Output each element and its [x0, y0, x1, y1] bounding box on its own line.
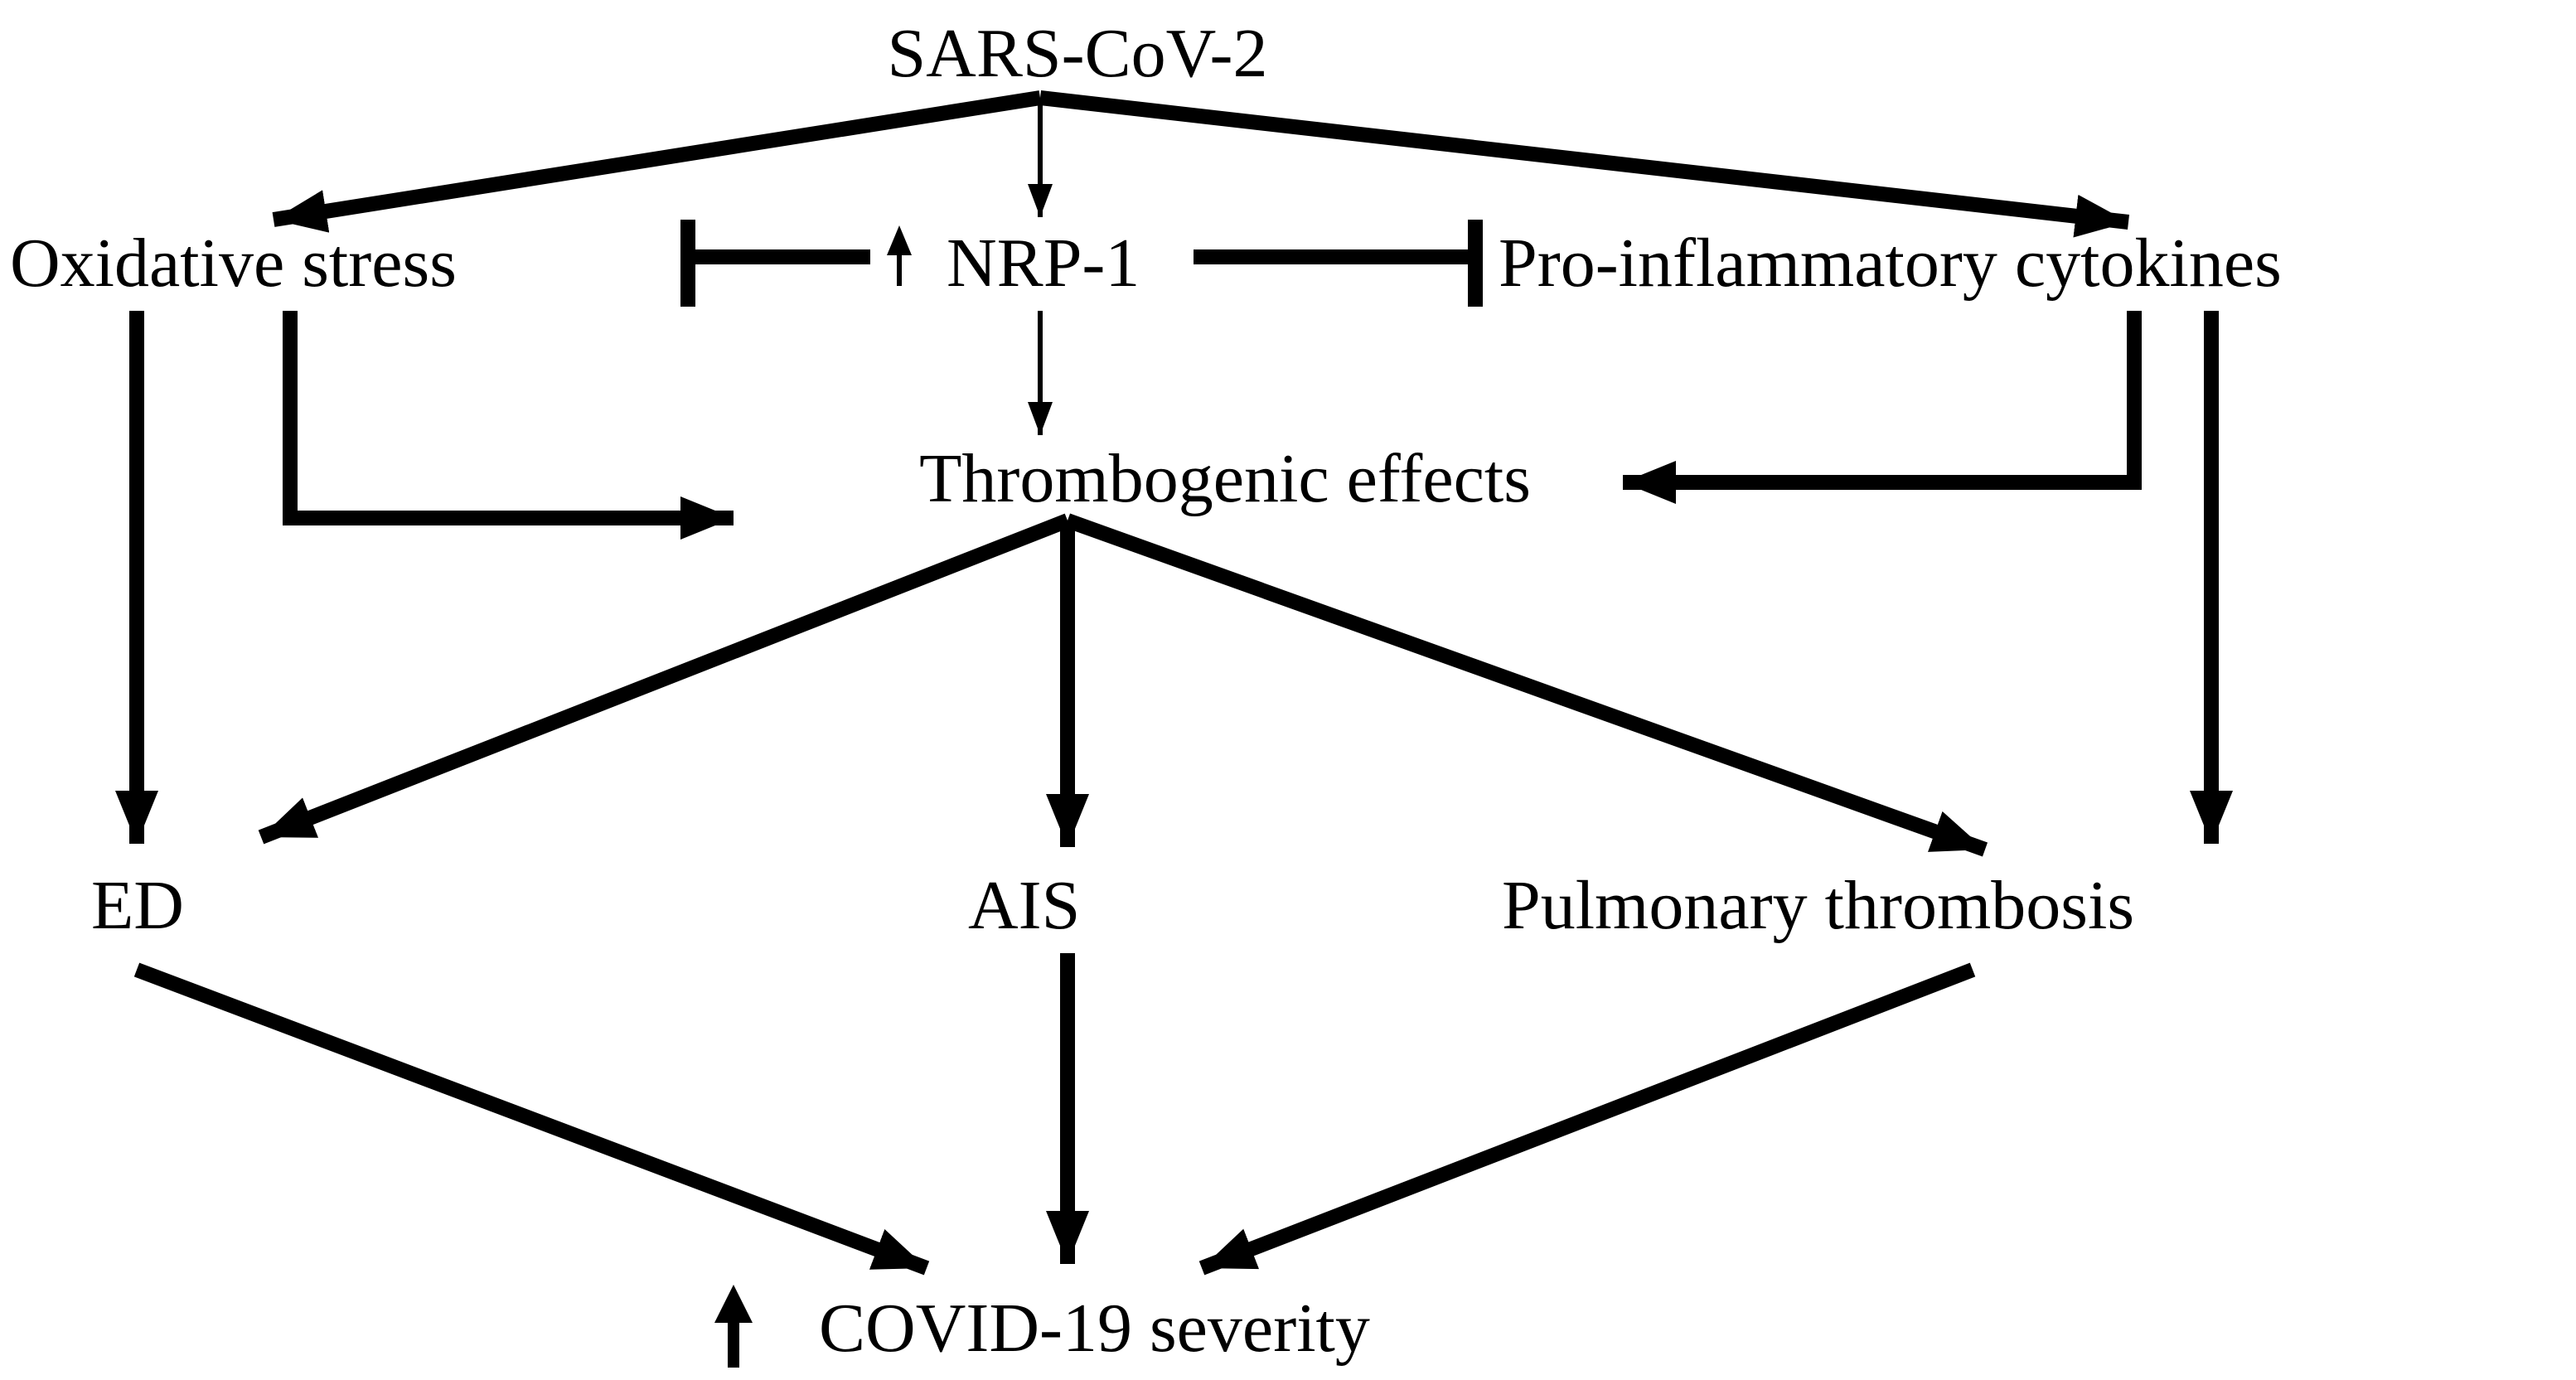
- edge-oxidative-to-thrombogenic: [283, 311, 734, 540]
- node-ais: AIS: [968, 867, 1080, 944]
- node-thrombogenic-effects: Thrombogenic effects: [919, 440, 1531, 517]
- node-ed: ED: [91, 867, 184, 944]
- node-nrp-1: NRP-1: [947, 225, 1140, 302]
- node-sars-cov-2: SARS-CoV-2: [887, 15, 1267, 92]
- edge-sars-to-cytokines: [1039, 90, 2130, 238]
- edge-nrp1-inhibits-oxidative: [680, 220, 870, 307]
- node-pro-inflammatory-cytokines: Pro-inflammatory cytokines: [1499, 225, 2282, 302]
- node-covid-19-severity: COVID-19 severity: [819, 1290, 1370, 1367]
- up-arrow-icon: [887, 225, 912, 286]
- edge-thrombogenic-to-ed: [258, 513, 1071, 845]
- edge-thrombogenic-to-pulmonary: [1064, 513, 1988, 857]
- edge-sars-to-oxidative: [272, 90, 1042, 233]
- edge-cytokines-to-thrombogenic: [1623, 311, 2142, 504]
- node-pulmonary-thrombosis: Pulmonary thrombosis: [1502, 867, 2134, 944]
- edge-pulmonary-to-covid: [1198, 962, 1976, 1276]
- node-oxidative-stress: Oxidative stress: [10, 225, 457, 302]
- edge-nrp1-inhibits-cytokines: [1194, 220, 1483, 307]
- up-arrow-icon: [714, 1285, 753, 1368]
- edge-ed-to-covid: [133, 962, 930, 1276]
